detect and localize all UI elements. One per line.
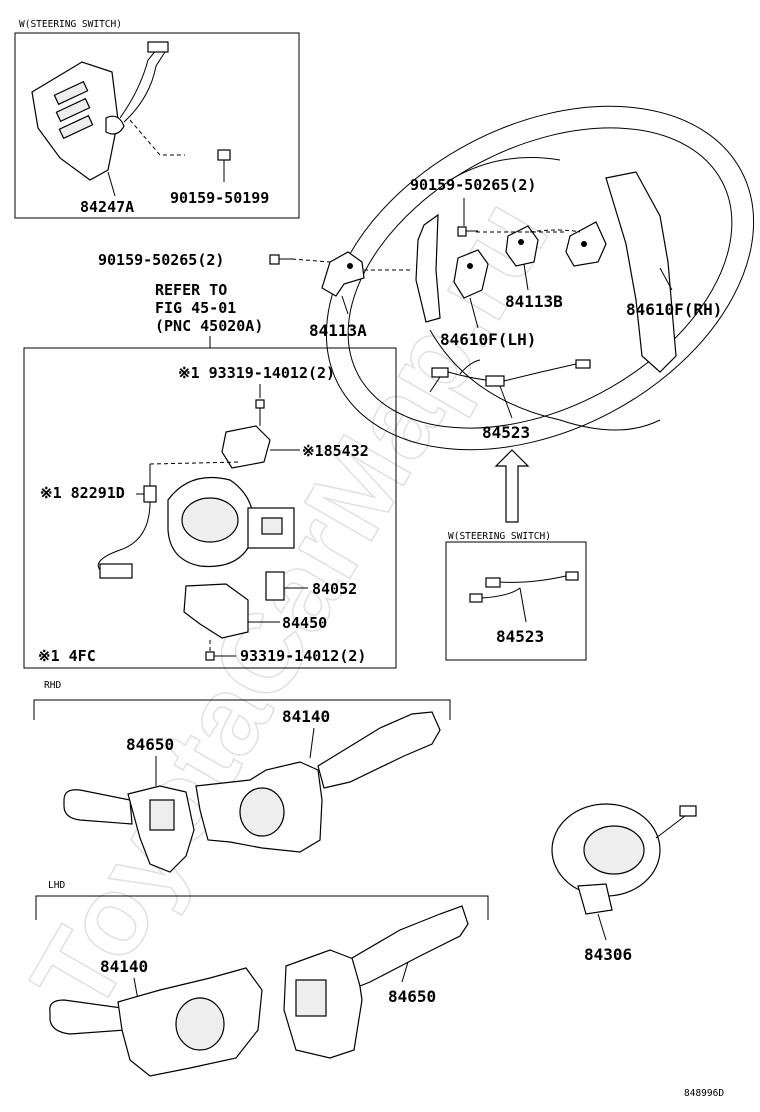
label-84610F-lh: 84610F(LH) xyxy=(440,330,536,349)
bracket-84610F-rh[interactable] xyxy=(565,221,607,267)
screw-90159-50265-top[interactable] xyxy=(457,226,478,237)
refer-to-line2: FIG 45-01 xyxy=(155,299,236,317)
label-84247A: 84247A xyxy=(80,198,134,216)
label-84610F-rh: 84610F(RH) xyxy=(626,300,722,319)
wiper-switch-84650-lhd[interactable] xyxy=(283,905,469,1059)
label-84052: 84052 xyxy=(312,580,357,598)
steering-switch-part-84247A[interactable] xyxy=(31,41,169,181)
harness-box-title: W(STEERING SWITCH) xyxy=(448,531,551,542)
label-84140-lhd: 84140 xyxy=(100,957,148,976)
paddle-shifter-lh[interactable] xyxy=(415,213,441,323)
label-82291D: ※1 82291D xyxy=(40,484,125,502)
refer-to-line3: (PNC 45020A) xyxy=(155,317,263,335)
clock-spring-84306[interactable] xyxy=(551,803,697,915)
wiper-switch-84650-rhd[interactable] xyxy=(63,785,195,873)
arrow-up-icon xyxy=(494,449,530,523)
screw-90159-50199[interactable] xyxy=(217,149,231,182)
label-84306: 84306 xyxy=(584,945,632,964)
bracket-84113A[interactable] xyxy=(321,251,365,297)
label-93319-14012-top: ※1 93319-14012(2) xyxy=(178,364,335,382)
screw-90159-50265-left[interactable] xyxy=(269,254,292,265)
paddle-shifter-rh[interactable] xyxy=(605,171,677,373)
label-84450: 84450 xyxy=(282,614,327,632)
part-84052[interactable] xyxy=(265,571,285,601)
screw-93319-14012-top[interactable] xyxy=(255,399,265,426)
turn-signal-switch-84140-rhd[interactable] xyxy=(195,711,441,853)
label-84523-main: 84523 xyxy=(482,423,530,442)
lhd-section: LHD 84140 84650 xyxy=(35,880,489,1077)
label-84113B: 84113B xyxy=(505,292,563,311)
steering-switch-box-title: W(STEERING SWITCH) xyxy=(19,19,122,30)
figure-code: 848996D xyxy=(684,1088,724,1099)
refer-to-line1: REFER TO xyxy=(155,281,227,299)
turn-signal-switch-84140-lhd[interactable] xyxy=(49,967,263,1077)
lhd-label: LHD xyxy=(48,880,65,891)
label-85432: ※185432 xyxy=(302,442,369,460)
steering-switch-box: W(STEERING SWITCH) 84247A 90159-50199 xyxy=(14,19,300,219)
label-90159-50265-left: 90159-50265(2) xyxy=(98,251,224,269)
wire-harness-84523-box[interactable] xyxy=(469,571,579,603)
label-90159-50265-top: 90159-50265(2) xyxy=(410,176,536,194)
part-84450[interactable] xyxy=(183,583,249,639)
steering-switch-harness-box: W(STEERING SWITCH) 84523 xyxy=(445,531,587,661)
rhd-section: RHD 84140 84650 xyxy=(33,680,451,873)
steering-wheel xyxy=(325,105,755,451)
sensor-82291D[interactable] xyxy=(97,485,157,579)
watermark-text: ToyotaCarMap.ru xyxy=(8,179,573,1032)
combination-switch-box: ※1 93319-14012(2) ※185432 ※1 82291D xyxy=(23,347,397,669)
label-84140-rhd: 84140 xyxy=(282,707,330,726)
spiral-cable-assembly[interactable] xyxy=(167,476,295,568)
label-84650-lhd: 84650 xyxy=(388,987,436,1006)
note-4fc: ※1 4FC xyxy=(38,647,96,665)
label-84650-rhd: 84650 xyxy=(126,735,174,754)
bracket-84610F-lh[interactable] xyxy=(453,249,489,299)
rhd-label: RHD xyxy=(44,680,61,691)
refer-to-note: REFER TO FIG 45-01 (PNC 45020A) xyxy=(155,281,263,335)
label-90159-50199: 90159-50199 xyxy=(170,189,269,207)
switch-85432[interactable] xyxy=(221,425,271,469)
label-84523-box: 84523 xyxy=(496,627,544,646)
bracket-84113B[interactable] xyxy=(505,225,539,267)
label-93319-14012-bottom: 93319-14012(2) xyxy=(240,647,366,665)
label-84113A: 84113A xyxy=(309,321,367,340)
wire-harness-84523[interactable] xyxy=(429,359,591,393)
screw-93319-14012-bottom[interactable] xyxy=(205,651,215,661)
